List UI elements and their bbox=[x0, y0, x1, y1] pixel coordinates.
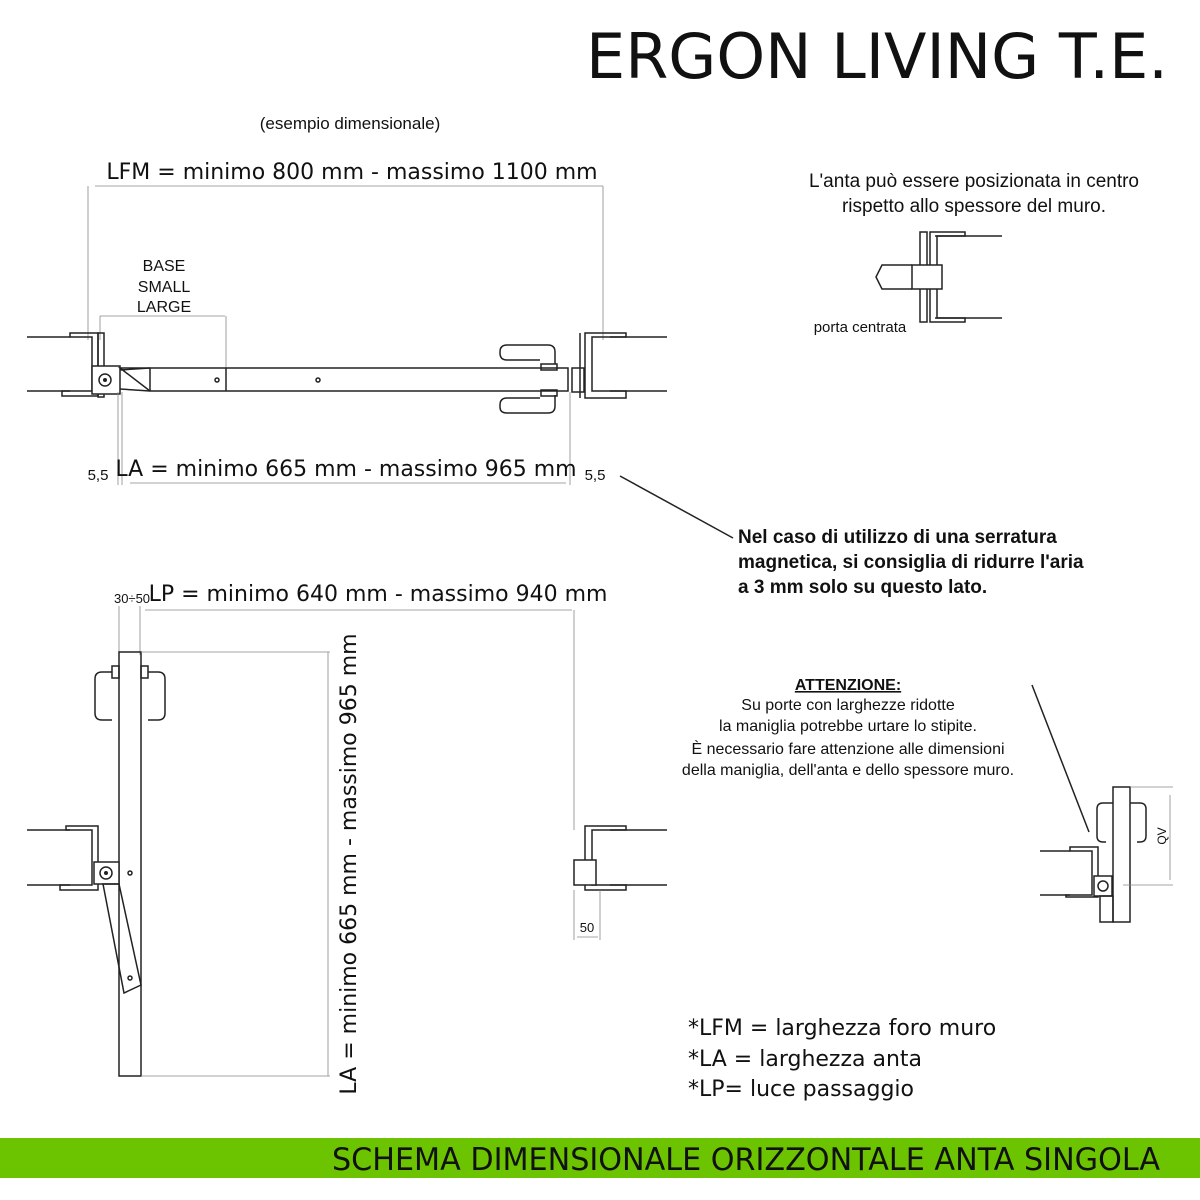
centered-note-line-2: rispetto allo spessore del muro. bbox=[842, 196, 1106, 217]
warning-block: ATTENZIONE: Su porte con larghezze ridot… bbox=[682, 677, 1090, 833]
warning-line-1: Su porte con larghezze ridotte bbox=[741, 697, 955, 714]
footer-title: SCHEMA DIMENSIONALE ORIZZONTALE ANTA SIN… bbox=[332, 1142, 1160, 1178]
gap-right-label: 5,5 bbox=[585, 467, 606, 484]
open-door-view: 30÷50 LP = minimo 640 mm - massimo 940 m… bbox=[27, 582, 667, 1095]
base-label: BASE bbox=[143, 258, 186, 275]
small-label: SMALL bbox=[138, 279, 191, 296]
lp-dimension-label: LP = minimo 640 mm - massimo 940 mm bbox=[149, 582, 608, 607]
gap-left-label: 5,5 bbox=[88, 467, 109, 484]
subtitle: (esempio dimensionale) bbox=[260, 114, 440, 133]
lfm-dimension-label: LFM = minimo 800 mm - massimo 1100 mm bbox=[106, 160, 597, 185]
top-plan-view: LFM = minimo 800 mm - massimo 1100 mm BA… bbox=[27, 160, 667, 485]
magnetic-note-line-2: magnetica, si consiglia di ridurre l'ari… bbox=[738, 552, 1084, 573]
warning-line-4: della maniglia, dell'anta e dello spesso… bbox=[682, 762, 1014, 779]
warning-heading: ATTENZIONE: bbox=[795, 677, 901, 694]
large-label: LARGE bbox=[137, 299, 191, 316]
legend-lp: *LP= luce passaggio bbox=[688, 1077, 914, 1102]
qv-detail: QV bbox=[1040, 786, 1173, 923]
centered-door-detail: L'anta può essere posizionata in centro … bbox=[809, 171, 1139, 336]
centered-caption: porta centrata bbox=[814, 319, 907, 336]
magnetic-note-line-1: Nel caso di utilizzo di una serratura bbox=[738, 527, 1057, 548]
centered-note-line-1: L'anta può essere posizionata in centro bbox=[809, 171, 1139, 192]
la-vertical-dimension-label: LA = minimo 665 mm - massimo 965 mm bbox=[337, 633, 362, 1094]
page-title: ERGON LIVING T.E. bbox=[586, 20, 1168, 93]
warning-line-2: la maniglia potrebbe urtare lo stipite. bbox=[719, 718, 977, 735]
magnetic-note-line-3: a 3 mm solo su questo lato. bbox=[738, 577, 987, 598]
la-dimension-label: LA = minimo 665 mm - massimo 965 mm bbox=[115, 457, 576, 482]
legend-la: *LA = larghezza anta bbox=[688, 1047, 922, 1072]
legend-lfm: *LFM = larghezza foro muro bbox=[688, 1016, 996, 1041]
dim-50-label: 50 bbox=[580, 920, 594, 935]
footer-bar bbox=[0, 1138, 1200, 1178]
lp-offset-label: 30÷50 bbox=[114, 591, 150, 606]
warning-line-3: È necessario fare attenzione alle dimens… bbox=[691, 739, 1004, 758]
qv-label: QV bbox=[1155, 827, 1169, 844]
